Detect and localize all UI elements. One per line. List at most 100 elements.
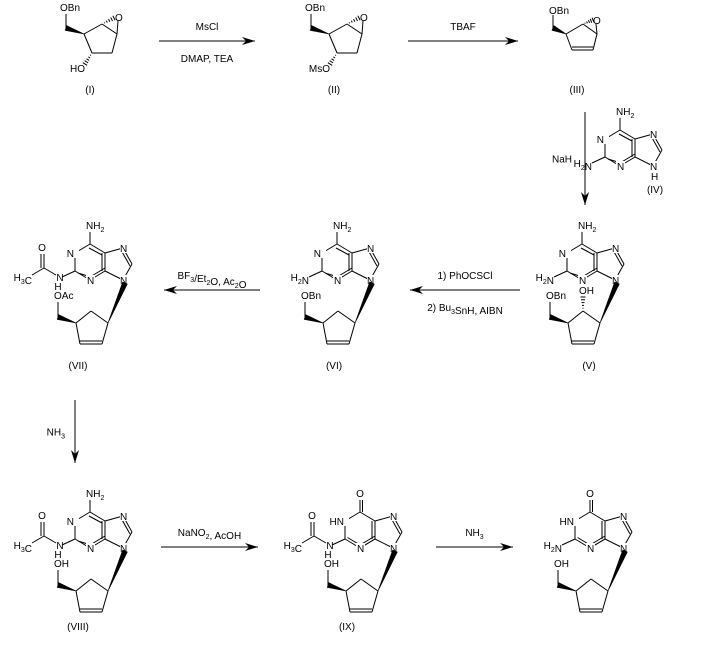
reaction-arrow-5: BF3/Et2O, Ac2O bbox=[164, 271, 260, 294]
hash-line bbox=[587, 20, 591, 24]
compound-label-ii: (II) bbox=[328, 85, 340, 96]
ring-nitrogen-label: N bbox=[617, 162, 624, 173]
reagent-above: NH3 bbox=[465, 528, 483, 541]
wedge-bond bbox=[56, 314, 77, 324]
hash-bond bbox=[103, 15, 116, 24]
bond bbox=[618, 133, 633, 142]
bond bbox=[89, 243, 106, 254]
bond bbox=[111, 33, 118, 54]
bond bbox=[322, 310, 339, 324]
ring-nitrogen-label: N bbox=[597, 135, 604, 146]
wedge-bond bbox=[309, 25, 330, 35]
hash-line bbox=[88, 56, 91, 59]
reaction-arrow-2: TBAF bbox=[408, 22, 518, 45]
hash-line bbox=[84, 60, 89, 64]
arrowhead bbox=[164, 286, 177, 294]
amide-nitrogen: N bbox=[56, 273, 63, 284]
methyl-label: H3C bbox=[14, 273, 32, 287]
wedge-bond bbox=[56, 582, 77, 592]
amide-h: H bbox=[324, 550, 331, 561]
bond bbox=[308, 270, 323, 278]
reaction-arrow-7: NaNO2, AcOH bbox=[161, 528, 258, 551]
bond bbox=[580, 247, 595, 256]
amino-label: H2N bbox=[536, 273, 554, 287]
bond bbox=[359, 511, 376, 522]
methyl-label: H3C bbox=[14, 541, 32, 555]
reaction-arrow-3: NaH bbox=[552, 112, 589, 205]
bond bbox=[336, 243, 353, 254]
ring-nitrogen-label: N bbox=[334, 276, 341, 287]
ring-nitrogen-label: N bbox=[390, 544, 397, 555]
hash-bond bbox=[580, 296, 586, 309]
reagent-side: NaH bbox=[552, 155, 572, 166]
bond bbox=[88, 247, 103, 256]
bond bbox=[590, 578, 609, 592]
ring-nitrogen-label: N bbox=[367, 276, 374, 287]
bond bbox=[101, 322, 109, 345]
bond bbox=[565, 33, 573, 51]
epoxide-oxygen: O bbox=[593, 16, 601, 27]
amide-nitrogen: N bbox=[56, 541, 63, 552]
bond bbox=[75, 322, 81, 345]
arrowhead bbox=[245, 543, 258, 551]
hash-line bbox=[86, 58, 90, 61]
hash-line bbox=[586, 21, 588, 24]
bond bbox=[575, 578, 592, 592]
bond bbox=[335, 247, 350, 256]
hash-line bbox=[334, 54, 337, 56]
ring-nitrogen-label: N bbox=[87, 276, 94, 287]
ring-nitrogen-label: N bbox=[612, 244, 619, 255]
hash-bond bbox=[348, 15, 361, 24]
wedge-bond bbox=[326, 582, 347, 592]
reagent-above: BF3/Et2O, Ac2O bbox=[178, 271, 247, 291]
amino-label: H2N bbox=[291, 273, 309, 287]
bond bbox=[61, 538, 76, 546]
bond bbox=[619, 129, 636, 140]
benzyloxy-label: OBn bbox=[60, 3, 80, 14]
bond bbox=[75, 310, 92, 324]
bond bbox=[89, 511, 106, 522]
compound-label-iv: (IV) bbox=[647, 185, 663, 196]
bond bbox=[581, 243, 598, 254]
bond bbox=[593, 322, 601, 345]
bond bbox=[331, 538, 346, 546]
bond bbox=[346, 23, 363, 35]
compound-label-vii: (VII) bbox=[69, 361, 88, 372]
benzyloxy-label: OBn bbox=[305, 3, 325, 14]
bond bbox=[31, 535, 45, 544]
hash-line bbox=[331, 58, 335, 61]
bond bbox=[43, 267, 57, 276]
compound-label-viii: (VIII) bbox=[67, 622, 89, 633]
amino-label: NH2 bbox=[333, 221, 351, 234]
bond bbox=[582, 310, 601, 324]
bond bbox=[601, 590, 609, 613]
hash-line bbox=[355, 17, 358, 22]
ring-nitrogen-label: N bbox=[67, 517, 74, 528]
carbonyl-oxygen: O bbox=[308, 511, 316, 522]
bond bbox=[592, 33, 598, 51]
bond bbox=[567, 310, 584, 324]
ring-nitrogen-label: N bbox=[120, 512, 127, 523]
bond bbox=[43, 535, 57, 544]
bond bbox=[360, 578, 379, 592]
amino-label: H2N bbox=[574, 159, 592, 173]
amino-label: H2N bbox=[544, 541, 562, 555]
reagent-above: TBAF bbox=[450, 22, 476, 33]
hash-line bbox=[357, 15, 361, 21]
bond bbox=[553, 270, 568, 278]
hash-line bbox=[82, 62, 88, 66]
ring-nitrogen-label: N bbox=[587, 544, 594, 555]
benzyloxy-label: OBn bbox=[546, 291, 566, 302]
bond bbox=[575, 590, 581, 613]
ring-nitrogen-label: N bbox=[120, 276, 127, 287]
bond bbox=[116, 20, 119, 35]
ring-nitrogen-label: N bbox=[87, 544, 94, 555]
acetoxy-label: OAc bbox=[54, 291, 73, 302]
compound-label-i: (I) bbox=[85, 85, 94, 96]
bond bbox=[591, 156, 606, 164]
ring-nitrogen-label: N bbox=[559, 249, 566, 260]
